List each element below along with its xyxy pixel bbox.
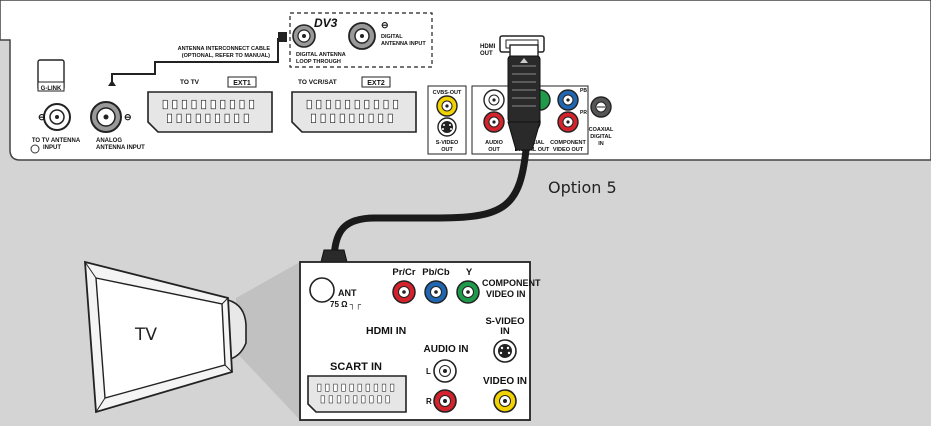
analog-antenna-jack: ⊖ ANALOG ANTENNA INPUT bbox=[90, 101, 145, 151]
ext2-label: EXT2 bbox=[367, 80, 385, 87]
audio-out-label-2: OUT bbox=[488, 147, 500, 153]
audio-in-label: AUDIO IN bbox=[424, 344, 469, 355]
interconnect-label-1: ANTENNA INTERCONNECT CABLE bbox=[178, 46, 271, 52]
hdmi-out-label-1: HDMI bbox=[480, 44, 496, 50]
analog-antenna-label-2: ANTENNA INPUT bbox=[96, 145, 145, 151]
audio-out-label-1: AUDIO bbox=[485, 140, 503, 146]
coax-in-label-2: DIGITAL bbox=[590, 134, 612, 140]
coax-digital-in: COAXIAL DIGITAL IN bbox=[589, 96, 614, 147]
cvbs-svideo-out-group: CVBS-OUT S-VIDEO OUT bbox=[427, 85, 467, 155]
recorder-rear-panel: G-LINK ⊖ TO TV ANTENNA INPUT ⊖ ANALOG AN… bbox=[0, 0, 931, 161]
coax-in-label-3: IN bbox=[598, 141, 604, 147]
coax-in-label-1: COAXIAL bbox=[589, 127, 614, 133]
dv3-logo: DV3 bbox=[314, 16, 338, 30]
component-out-label-1: COMPONENT bbox=[550, 140, 586, 146]
option-label: Option 5 bbox=[548, 178, 617, 197]
video-in-label: VIDEO IN bbox=[483, 376, 527, 387]
scart-in-label: SCART IN bbox=[330, 361, 382, 373]
tv-screen-label: TV bbox=[134, 325, 157, 345]
digital-input-label-1: DIGITAL bbox=[381, 34, 403, 40]
pr-cr-label: Pr/Cr bbox=[392, 267, 416, 278]
g-link-label: G-LINK bbox=[41, 86, 62, 92]
cvbs-out-label: CVBS-OUT bbox=[433, 90, 462, 96]
to-tv-antenna-label-1: TO TV ANTENNA bbox=[32, 138, 81, 144]
audio-r-label: R bbox=[426, 397, 432, 406]
scart-ext2: TO VCR/SAT EXT2 bbox=[291, 76, 417, 133]
audio-in-jacks bbox=[433, 359, 457, 413]
antenna-in-arrow-icon: ⊖ bbox=[124, 112, 132, 122]
svideo-out-label-1: S-VIDEO bbox=[436, 140, 459, 146]
digital-antenna-group: DV3 ⊖ DIGITAL ANTENNA INPUT DIGITAL ANTE… bbox=[289, 12, 433, 68]
ant-label-1: ANT bbox=[338, 288, 357, 298]
digital-in-arrow-icon: ⊖ bbox=[381, 20, 389, 30]
component-in-label-1: COMPONENT bbox=[482, 278, 541, 288]
hdmi-out-label-2: OUT bbox=[480, 51, 493, 57]
to-vcr-sat-label: TO VCR/SAT bbox=[298, 79, 337, 86]
hdmi-in-label: HDMI IN bbox=[366, 325, 406, 337]
pr-label: PR bbox=[580, 110, 587, 116]
antenna-out-arrow-icon: ⊖ bbox=[38, 112, 46, 122]
ext1-label: EXT1 bbox=[233, 80, 251, 87]
component-in-label-2: VIDEO IN bbox=[486, 289, 526, 299]
svideo-in-jack bbox=[493, 339, 517, 363]
pb-cb-label: Pb/Cb bbox=[422, 267, 450, 278]
svideo-in-label-1: S-VIDEO bbox=[485, 316, 524, 327]
tv-jack-panel: ANT 75 Ω ┐┌ Pr/Cr Pb/Cb Y COMPONENT VIDE… bbox=[299, 261, 541, 421]
audio-l-label: L bbox=[426, 367, 431, 376]
digital-input-label-2: ANTENNA INPUT bbox=[381, 41, 426, 47]
y-label: Y bbox=[466, 267, 473, 278]
scart-in-connector bbox=[307, 375, 407, 413]
tv-illustration: TV bbox=[84, 260, 300, 420]
antenna-interconnect-cable: ANTENNA INTERCONNECT CABLE (OPTIONAL, RE… bbox=[108, 32, 287, 86]
digital-loop-label-1: DIGITAL ANTENNA bbox=[296, 52, 346, 58]
g-link-port: G-LINK bbox=[37, 59, 65, 92]
svideo-out-label-2: OUT bbox=[441, 147, 453, 153]
video-in-jack bbox=[493, 389, 517, 413]
scart-ext1: TO TV EXT1 bbox=[147, 76, 273, 133]
to-tv-antenna-jack: ⊖ TO TV ANTENNA INPUT bbox=[30, 103, 81, 154]
interconnect-label-2: (OPTIONAL, REFER TO MANUAL) bbox=[182, 53, 270, 59]
ant-label-2: 75 Ω ┐┌ bbox=[330, 300, 361, 310]
component-in-jacks bbox=[392, 280, 480, 304]
component-out-label-2: VIDEO OUT bbox=[553, 147, 584, 153]
pb-label: PB bbox=[580, 88, 587, 94]
digital-loop-label-2: LOOP THROUGH bbox=[296, 59, 341, 65]
hdmi-plug-recorder bbox=[507, 44, 541, 151]
to-tv-label: TO TV bbox=[180, 79, 200, 86]
to-tv-antenna-label-2: INPUT bbox=[43, 145, 61, 151]
analog-antenna-label-1: ANALOG bbox=[96, 138, 122, 144]
svideo-in-label-2: IN bbox=[500, 326, 510, 337]
